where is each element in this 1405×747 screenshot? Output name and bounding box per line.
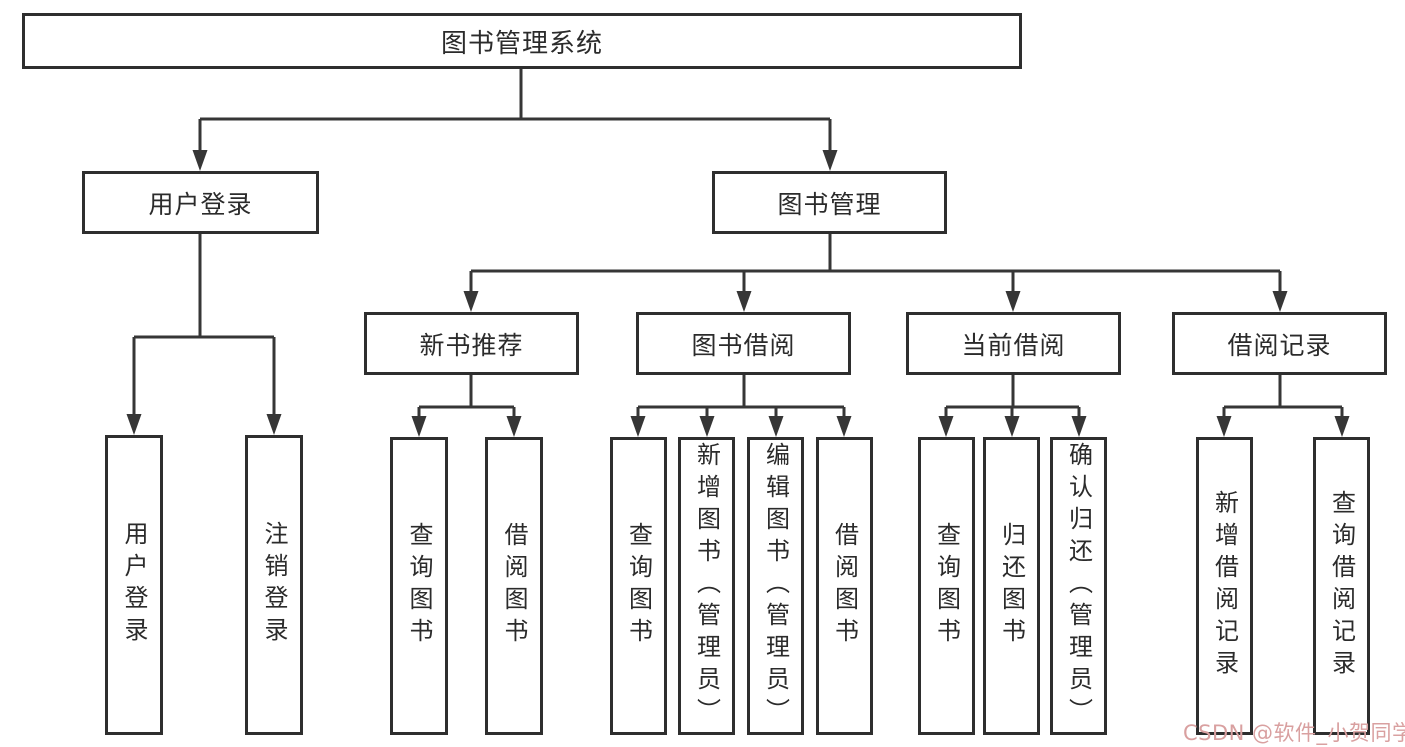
node-label: 查询图书	[405, 522, 433, 650]
watermark: CSDN @软件_小贺同学	[1183, 721, 1405, 745]
node-label: 归还图书	[997, 522, 1026, 650]
node-label: 确认归还（管理员）	[1064, 442, 1093, 730]
leaf-add-book-admin: 新增图书（管理员）	[678, 437, 735, 735]
node-label: 查询图书	[624, 522, 653, 650]
node-user-login: 用户登录	[82, 171, 319, 234]
node-label: 新增图书（管理员）	[692, 442, 721, 730]
leaf-query-borrow-record: 查询借阅记录	[1313, 437, 1370, 735]
node-borrow-records: 借阅记录	[1172, 312, 1387, 375]
node-root: 图书管理系统	[22, 13, 1022, 69]
node-current-borrow: 当前借阅	[906, 312, 1121, 375]
leaf-borrow-books: 借阅图书	[816, 437, 873, 735]
node-label: 查询图书	[932, 522, 961, 650]
leaf-logout: 注销登录	[245, 435, 303, 735]
node-label: 注销登录	[260, 521, 288, 649]
node-label: 用户登录	[120, 521, 148, 649]
node-book-borrow: 图书借阅	[636, 312, 851, 375]
leaf-user-login: 用户登录	[105, 435, 163, 735]
node-label: 编辑图书（管理员）	[761, 442, 790, 730]
node-label: 借阅图书	[500, 522, 528, 650]
leaf-add-borrow-record: 新增借阅记录	[1196, 437, 1253, 735]
node-label: 新增借阅记录	[1210, 490, 1239, 682]
node-label: 查询借阅记录	[1327, 490, 1356, 682]
leaf-edit-book-admin: 编辑图书（管理员）	[747, 437, 804, 735]
leaf-borrow-books-recommend: 借阅图书	[485, 437, 543, 735]
leaf-query-books-current: 查询图书	[918, 437, 975, 735]
leaf-return-book: 归还图书	[983, 437, 1040, 735]
leaf-confirm-return-admin: 确认归还（管理员）	[1050, 437, 1107, 735]
node-label: 借阅图书	[830, 522, 859, 650]
node-book-management: 图书管理	[712, 171, 947, 234]
leaf-query-books-borrow: 查询图书	[610, 437, 667, 735]
node-new-book-recommend: 新书推荐	[364, 312, 579, 375]
leaf-query-books-recommend: 查询图书	[390, 437, 448, 735]
